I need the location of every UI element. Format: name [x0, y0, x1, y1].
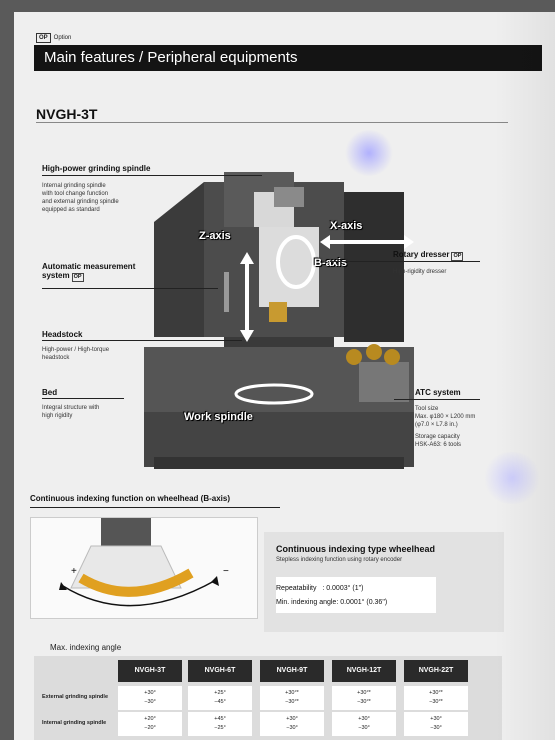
table-header: NVGH-9T: [260, 660, 324, 682]
table-header: NVGH-12T: [332, 660, 396, 682]
table-cell: +30°−30°: [118, 686, 182, 710]
row-label: Internal grinding spindle: [42, 720, 107, 726]
plus-sign: +: [71, 566, 77, 577]
minus-sign: −: [223, 566, 229, 577]
atc-title: ATC system: [415, 388, 461, 397]
light-glare: [482, 452, 542, 504]
bed-desc: Integral structure with high rigidity: [42, 405, 100, 419]
machine-illustration: [144, 172, 414, 469]
spindle-desc: Internal grinding spindle with tool chan…: [42, 183, 119, 213]
leader-line: [42, 288, 218, 289]
divider: [36, 122, 508, 123]
z-axis-label: Z-axis: [199, 230, 231, 242]
spindle-title: High-power grinding spindle: [42, 164, 151, 173]
b-axis-label: B-axis: [314, 257, 348, 269]
dresser-desc: High-rigidity dresser: [393, 269, 447, 275]
table-header: NVGH-3T: [118, 660, 182, 682]
table-header: NVGH-22T: [404, 660, 468, 682]
op-badge: OP: [451, 252, 464, 261]
table-cell: +20°−20°: [118, 712, 182, 736]
work-spindle-label: Work spindle: [184, 411, 253, 423]
repeatability-row: Repeatability : 0.0003° (1"): [276, 585, 364, 592]
table-title: Max. indexing angle: [50, 643, 122, 652]
catalog-page: OP Option Main features / Peripheral equ…: [14, 12, 555, 740]
table-cell: +45°−25°: [188, 712, 252, 736]
light-glare: [344, 130, 394, 176]
indexing-section-title: Continuous indexing function on wheelhea…: [30, 494, 230, 503]
x-axis-label: X-axis: [330, 220, 363, 232]
leader-line: [42, 340, 242, 341]
headstock-title: Headstock: [42, 330, 83, 339]
option-legend: OP Option: [36, 33, 71, 43]
wheelhead-illustration: + −: [30, 517, 258, 619]
panel-subtitle: Stepless indexing function using rotary …: [276, 557, 403, 563]
table-cell: +30°*−30°*: [260, 686, 324, 710]
leader-line: [42, 398, 124, 399]
bed-title: Bed: [42, 388, 58, 397]
model-title: NVGH-3T: [36, 106, 98, 122]
section-banner: Main features / Peripheral equipments: [34, 45, 542, 71]
indexing-spec-panel: Continuous indexing type wheelhead Stepl…: [264, 532, 504, 632]
divider: [30, 507, 280, 508]
atc-desc: Tool size Max. φ180 × L200 mm (φ7.0 × L7…: [415, 406, 476, 448]
spec-box: [276, 577, 436, 613]
table-cell: +30°−30°: [260, 712, 324, 736]
headstock-desc: High-power / High-torque headstock: [42, 347, 110, 361]
op-badge: OP: [36, 33, 51, 43]
leader-line: [330, 261, 480, 262]
option-text: Option: [53, 35, 72, 41]
leader-line: [394, 399, 480, 400]
table-cell: +30°−30°: [404, 712, 468, 736]
op-badge: OP: [71, 273, 84, 282]
table-cell: +30°−30°: [332, 712, 396, 736]
min-angle-row: Min. indexing angle: 0.0001° (0.36"): [276, 599, 388, 606]
table-cell: +25°−45°: [188, 686, 252, 710]
table-header: NVGH-6T: [188, 660, 252, 682]
table-cell: +30°*−30°*: [332, 686, 396, 710]
panel-title: Continuous indexing type wheelhead: [276, 544, 436, 554]
table-cell: +30°*−30°*: [404, 686, 468, 710]
row-label: External grinding spindle: [42, 694, 109, 700]
leader-line: [42, 175, 262, 176]
